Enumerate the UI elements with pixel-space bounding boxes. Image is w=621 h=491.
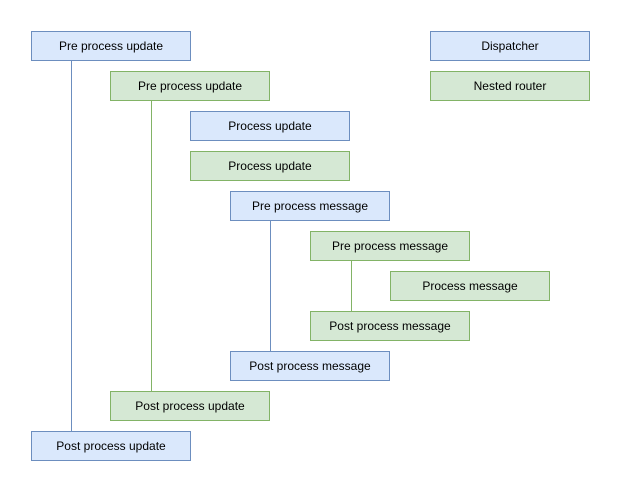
- connector-pre-to-post-process-message-blue: [270, 221, 271, 351]
- node-dispatcher: Dispatcher: [430, 31, 590, 61]
- node-pre-process-update-blue: Pre process update: [31, 31, 191, 61]
- node-process-message-green: Process message: [390, 271, 550, 301]
- node-pre-process-message-green: Pre process message: [310, 231, 470, 261]
- connector-pre-to-post-process-update-blue: [71, 61, 72, 431]
- node-post-process-update-blue: Post process update: [31, 431, 191, 461]
- node-post-process-message-green: Post process message: [310, 311, 470, 341]
- node-post-process-message-blue: Post process message: [230, 351, 390, 381]
- node-post-process-update-green: Post process update: [110, 391, 270, 421]
- node-pre-process-update-green: Pre process update: [110, 71, 270, 101]
- node-pre-process-message-blue: Pre process message: [230, 191, 390, 221]
- node-nested-router: Nested router: [430, 71, 590, 101]
- connector-pre-to-post-process-message-green: [351, 261, 352, 311]
- connector-pre-to-post-process-update-green: [151, 101, 152, 391]
- node-process-update-green: Process update: [190, 151, 350, 181]
- node-process-update-blue: Process update: [190, 111, 350, 141]
